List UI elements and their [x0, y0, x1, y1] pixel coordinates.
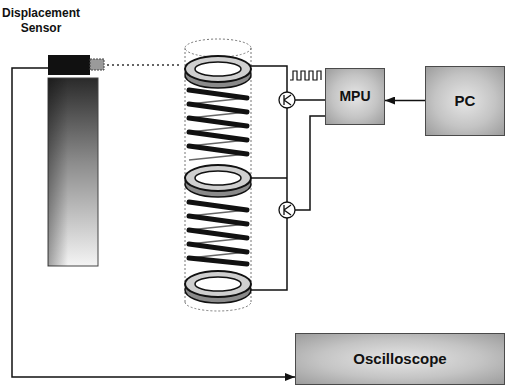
box-label: MPU: [339, 88, 370, 106]
oscilloscope-box: Oscilloscope: [295, 333, 505, 385]
sensor-heading: Displacement Sensor: [2, 6, 80, 36]
signal-connector: [12, 68, 295, 377]
spring: [189, 90, 247, 264]
displacement-sensor: Displacement Sensor: [48, 52, 110, 266]
coil-former: [185, 39, 251, 311]
mpu-box: MPU: [325, 68, 385, 125]
box-label: Oscilloscope: [353, 350, 446, 369]
pc-box: PC: [425, 66, 505, 136]
box-label: PC: [455, 92, 476, 111]
pwm-signal: [290, 71, 321, 80]
sensor-drawing: [48, 55, 182, 266]
wires: [250, 66, 325, 290]
transistor-symbol: [279, 92, 295, 218]
coil-rings: [185, 56, 251, 303]
signal-connector: [385, 100, 425, 102]
